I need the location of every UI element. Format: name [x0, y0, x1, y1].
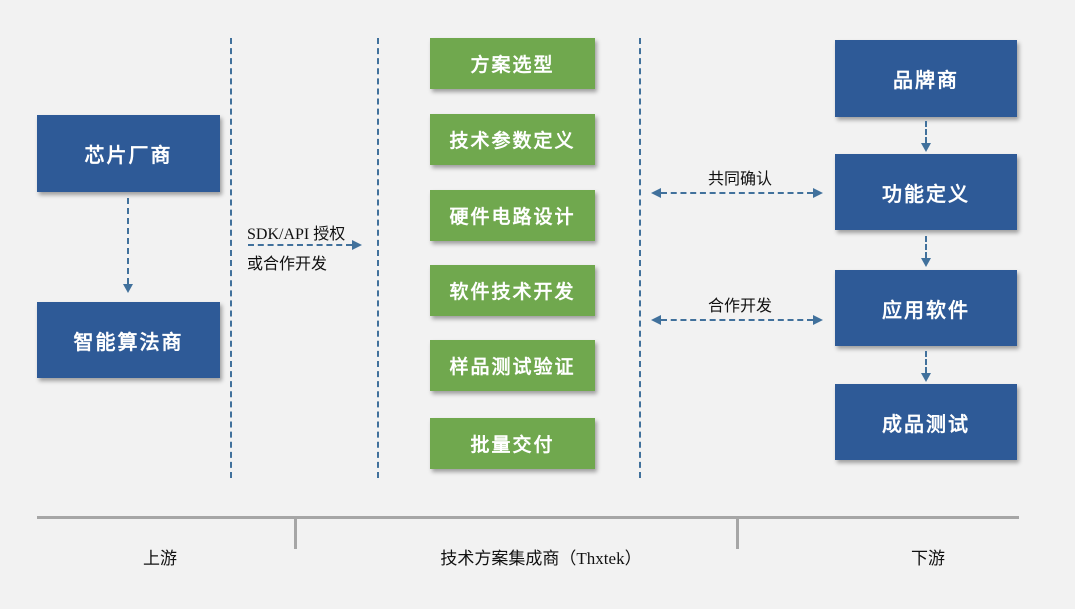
sdk-link-label-line2: 或合作开发	[247, 256, 328, 273]
node-chip-vendor: 芯片厂商	[37, 115, 220, 192]
axis-line	[37, 516, 1019, 519]
arrow-cooperative-development	[651, 315, 823, 325]
divider-left	[230, 38, 232, 478]
divider-middle	[377, 38, 379, 478]
node-hardware-circuit-design: 硬件电路设计	[430, 190, 595, 241]
axis-tick-left	[294, 516, 297, 549]
node-software-development: 软件技术开发	[430, 265, 595, 316]
node-solution-selection: 方案选型	[430, 38, 595, 89]
cross-link-label-codev: 合作开发	[707, 298, 772, 315]
axis-label-upstream: 上游	[143, 549, 177, 568]
arrow-software-to-testing	[921, 351, 931, 382]
arrow-function-to-software	[921, 236, 931, 267]
arrow-sdk-to-integrator	[248, 240, 362, 250]
node-sample-testing: 样品测试验证	[430, 340, 595, 391]
arrow-joint-confirmation	[651, 188, 823, 198]
arrow-chip-to-algorithm	[123, 198, 133, 293]
arrow-brand-to-function	[921, 121, 931, 152]
node-algorithm-vendor: 智能算法商	[37, 302, 220, 378]
node-parameter-definition: 技术参数定义	[430, 114, 595, 165]
node-batch-delivery: 批量交付	[430, 418, 595, 469]
axis-label-integrator: 技术方案集成商（Thxtek）	[440, 549, 642, 568]
axis-label-downstream: 下游	[911, 549, 945, 568]
divider-right	[639, 38, 641, 478]
node-finished-product-testing: 成品测试	[835, 384, 1017, 460]
node-application-software: 应用软件	[835, 270, 1017, 346]
sdk-link-label-line1: SDK/API 授权	[247, 226, 346, 243]
node-function-definition: 功能定义	[835, 154, 1017, 230]
cross-link-label-confirm: 共同确认	[707, 171, 772, 188]
node-brand-owner: 品牌商	[835, 40, 1017, 117]
axis-tick-right	[736, 516, 739, 549]
